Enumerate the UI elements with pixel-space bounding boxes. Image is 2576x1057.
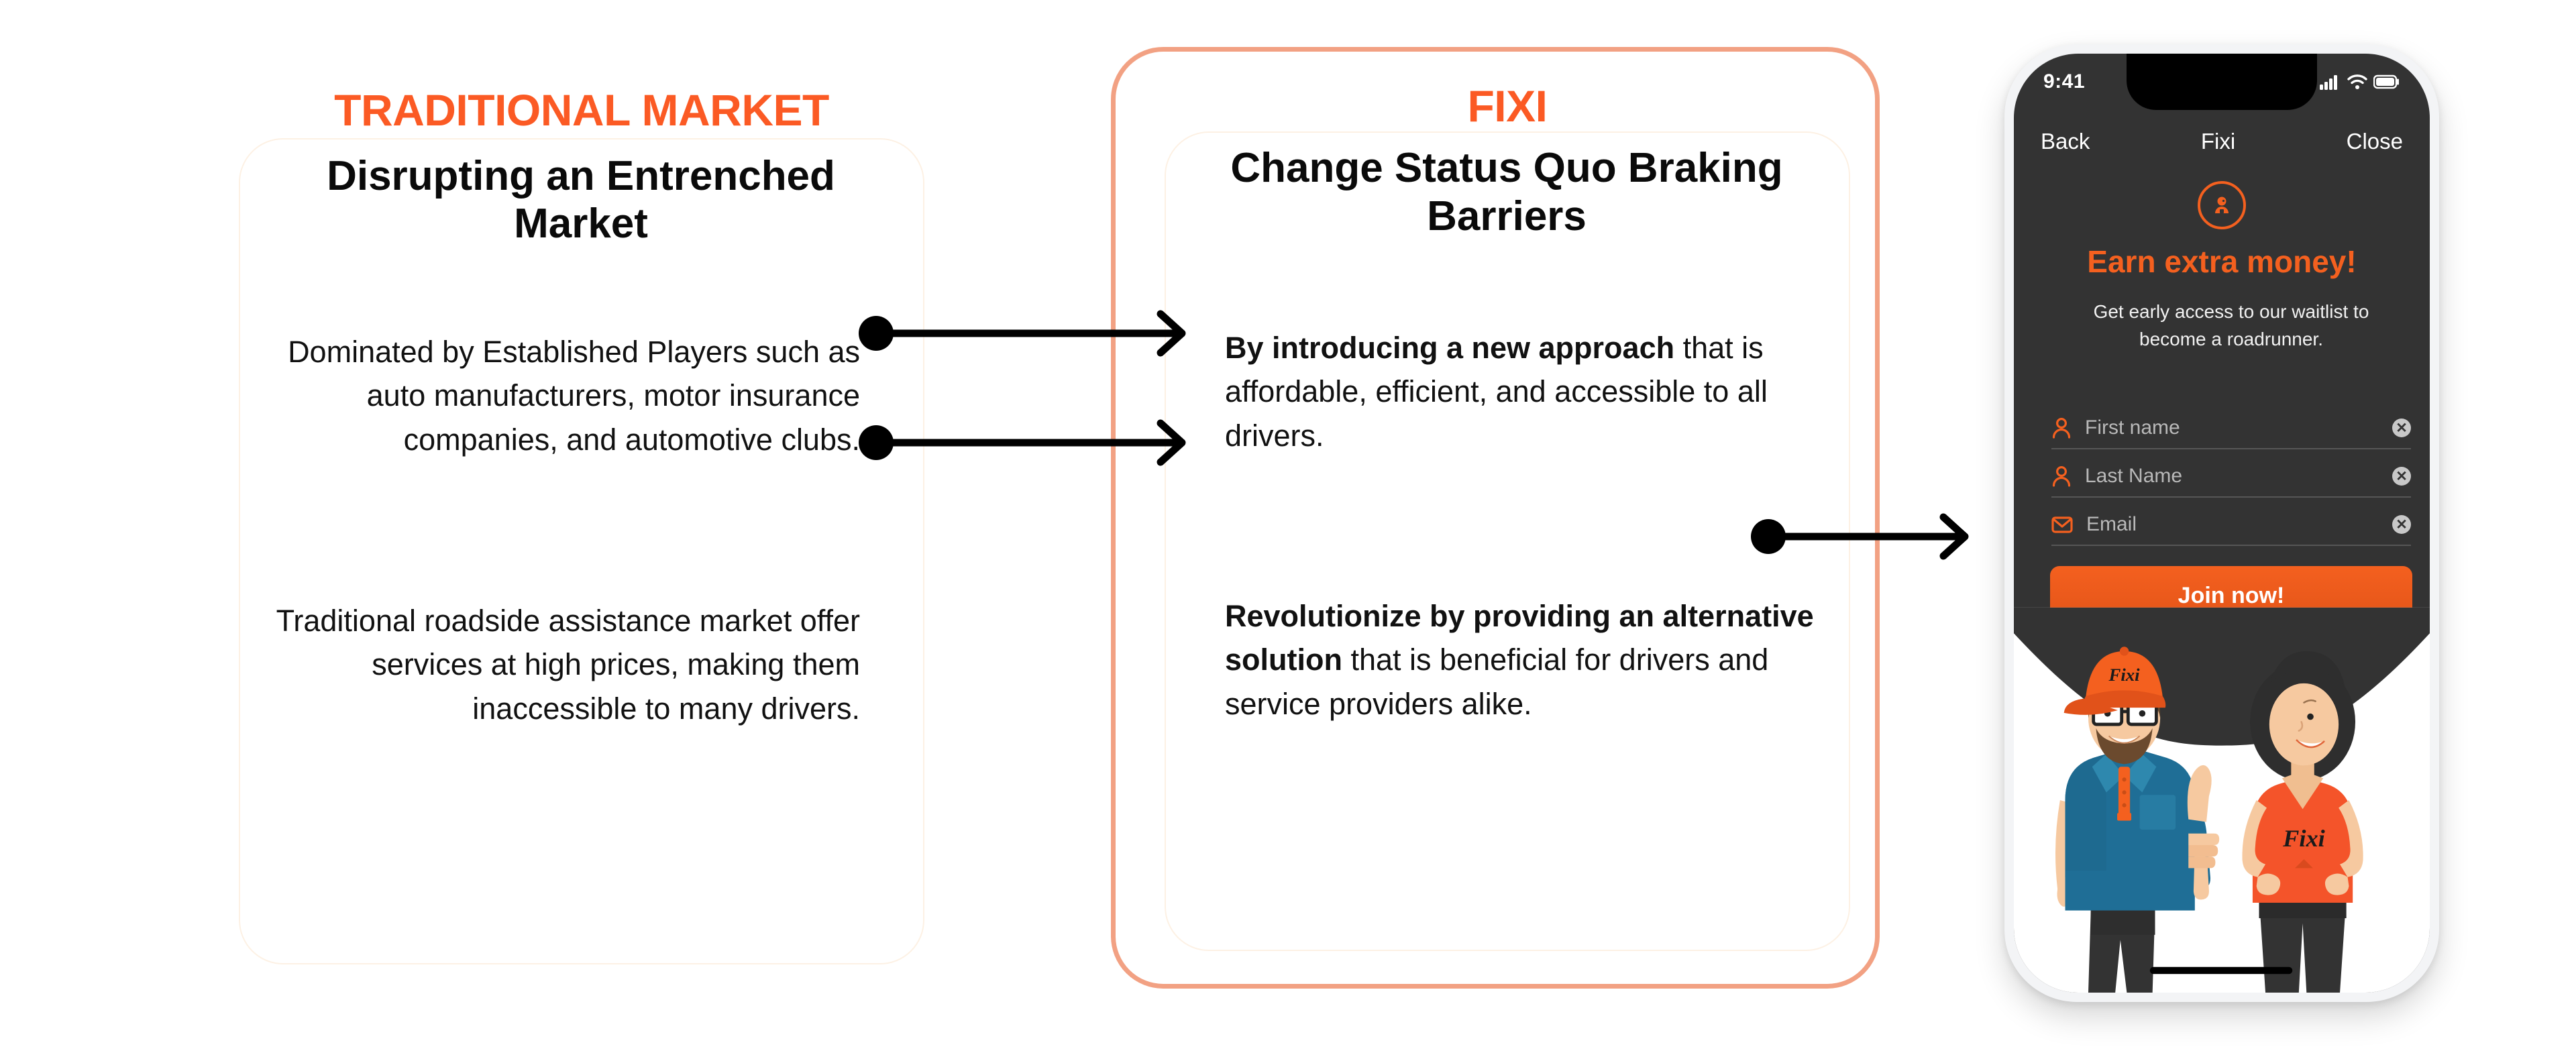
phone-nav-bar: Back Fixi Close (2014, 118, 2430, 165)
email-placeholder: Email (2086, 513, 2137, 535)
earn-headline: Earn extra money! (2087, 244, 2357, 279)
clear-last-name-icon[interactable]: ✕ (2392, 467, 2411, 486)
fixi-paragraph-2-rest: that is beneficial for drivers and servi… (1225, 643, 1769, 721)
traditional-market-title: Disrupting an Entrenched Market (327, 153, 835, 247)
fixi-paragraph-1-rest: that is affordable, efficient, and acces… (1225, 331, 1768, 453)
fixi-paragraph-1-lead: By introducing a new approach (1225, 331, 1675, 365)
connector-arrow-2 (859, 419, 1186, 466)
fixi-outer-frame (1111, 47, 1880, 989)
first-name-placeholder: First name (2085, 416, 2180, 439)
traditional-market-card (239, 138, 924, 964)
cap-logo-text: Fixi (2108, 665, 2140, 685)
phone-notch (2127, 54, 2317, 110)
clear-email-icon[interactable]: ✕ (2392, 515, 2411, 534)
status-time: 9:41 (2043, 70, 2086, 93)
last-name-field[interactable]: Last Name ✕ (2051, 456, 2411, 498)
earn-subtext: Get early access to our waitlist to beco… (2093, 301, 2369, 350)
traditional-market-eyebrow: TRADITIONAL MARKET (334, 85, 829, 135)
connector-arrow-3 (1751, 513, 1969, 560)
cellular-signal-icon (2320, 75, 2337, 90)
first-name-field[interactable]: First name ✕ (2051, 408, 2411, 449)
fixi-paragraph-1: By introducing a new approach that is af… (1225, 326, 1815, 457)
close-button[interactable]: Close (2346, 129, 2403, 154)
person-icon (2052, 465, 2071, 487)
traditional-market-paragraph-2: Traditional roadside assistance market o… (276, 604, 860, 726)
clear-first-name-icon[interactable]: ✕ (2392, 419, 2411, 437)
fixi-title: Change Status Quo Braking Barriers (1230, 145, 1783, 239)
shirt-logo-text: Fixi (2282, 825, 2325, 852)
battery-icon (2373, 74, 2399, 89)
envelope-icon (2051, 516, 2073, 533)
back-button[interactable]: Back (2041, 129, 2090, 154)
person-icon (2052, 417, 2071, 439)
connector-arrow-1 (859, 310, 1186, 357)
status-bar: 9:41 (2014, 54, 2430, 110)
man-figure: Fixi (2055, 647, 2220, 993)
email-field[interactable]: Email ✕ (2051, 504, 2411, 546)
wifi-icon (2347, 74, 2367, 89)
woman-figure: Fixi (2242, 651, 2363, 993)
phone-screen: 9:41 (2014, 54, 2430, 993)
avatar-badge (2198, 181, 2246, 229)
home-indicator (2149, 966, 2293, 975)
last-name-placeholder: Last Name (2085, 465, 2183, 487)
fixi-card (1165, 131, 1850, 951)
traditional-market-paragraph-1: Dominated by Established Players such as… (288, 335, 860, 457)
phone-mockup: 9:41 (2004, 44, 2439, 1002)
roadrunner-illustration: Fixi (2014, 607, 2430, 993)
fixi-paragraph-2: Revolutionize by providing an alternativ… (1225, 594, 1815, 726)
person-icon (2215, 197, 2229, 213)
fixi-paragraph-2-lead: Revolutionize by providing an alternativ… (1225, 599, 1814, 677)
status-icons (2320, 74, 2400, 90)
fixi-eyebrow: FIXI (1467, 81, 1548, 131)
phone-nav-title: Fixi (2200, 129, 2236, 154)
